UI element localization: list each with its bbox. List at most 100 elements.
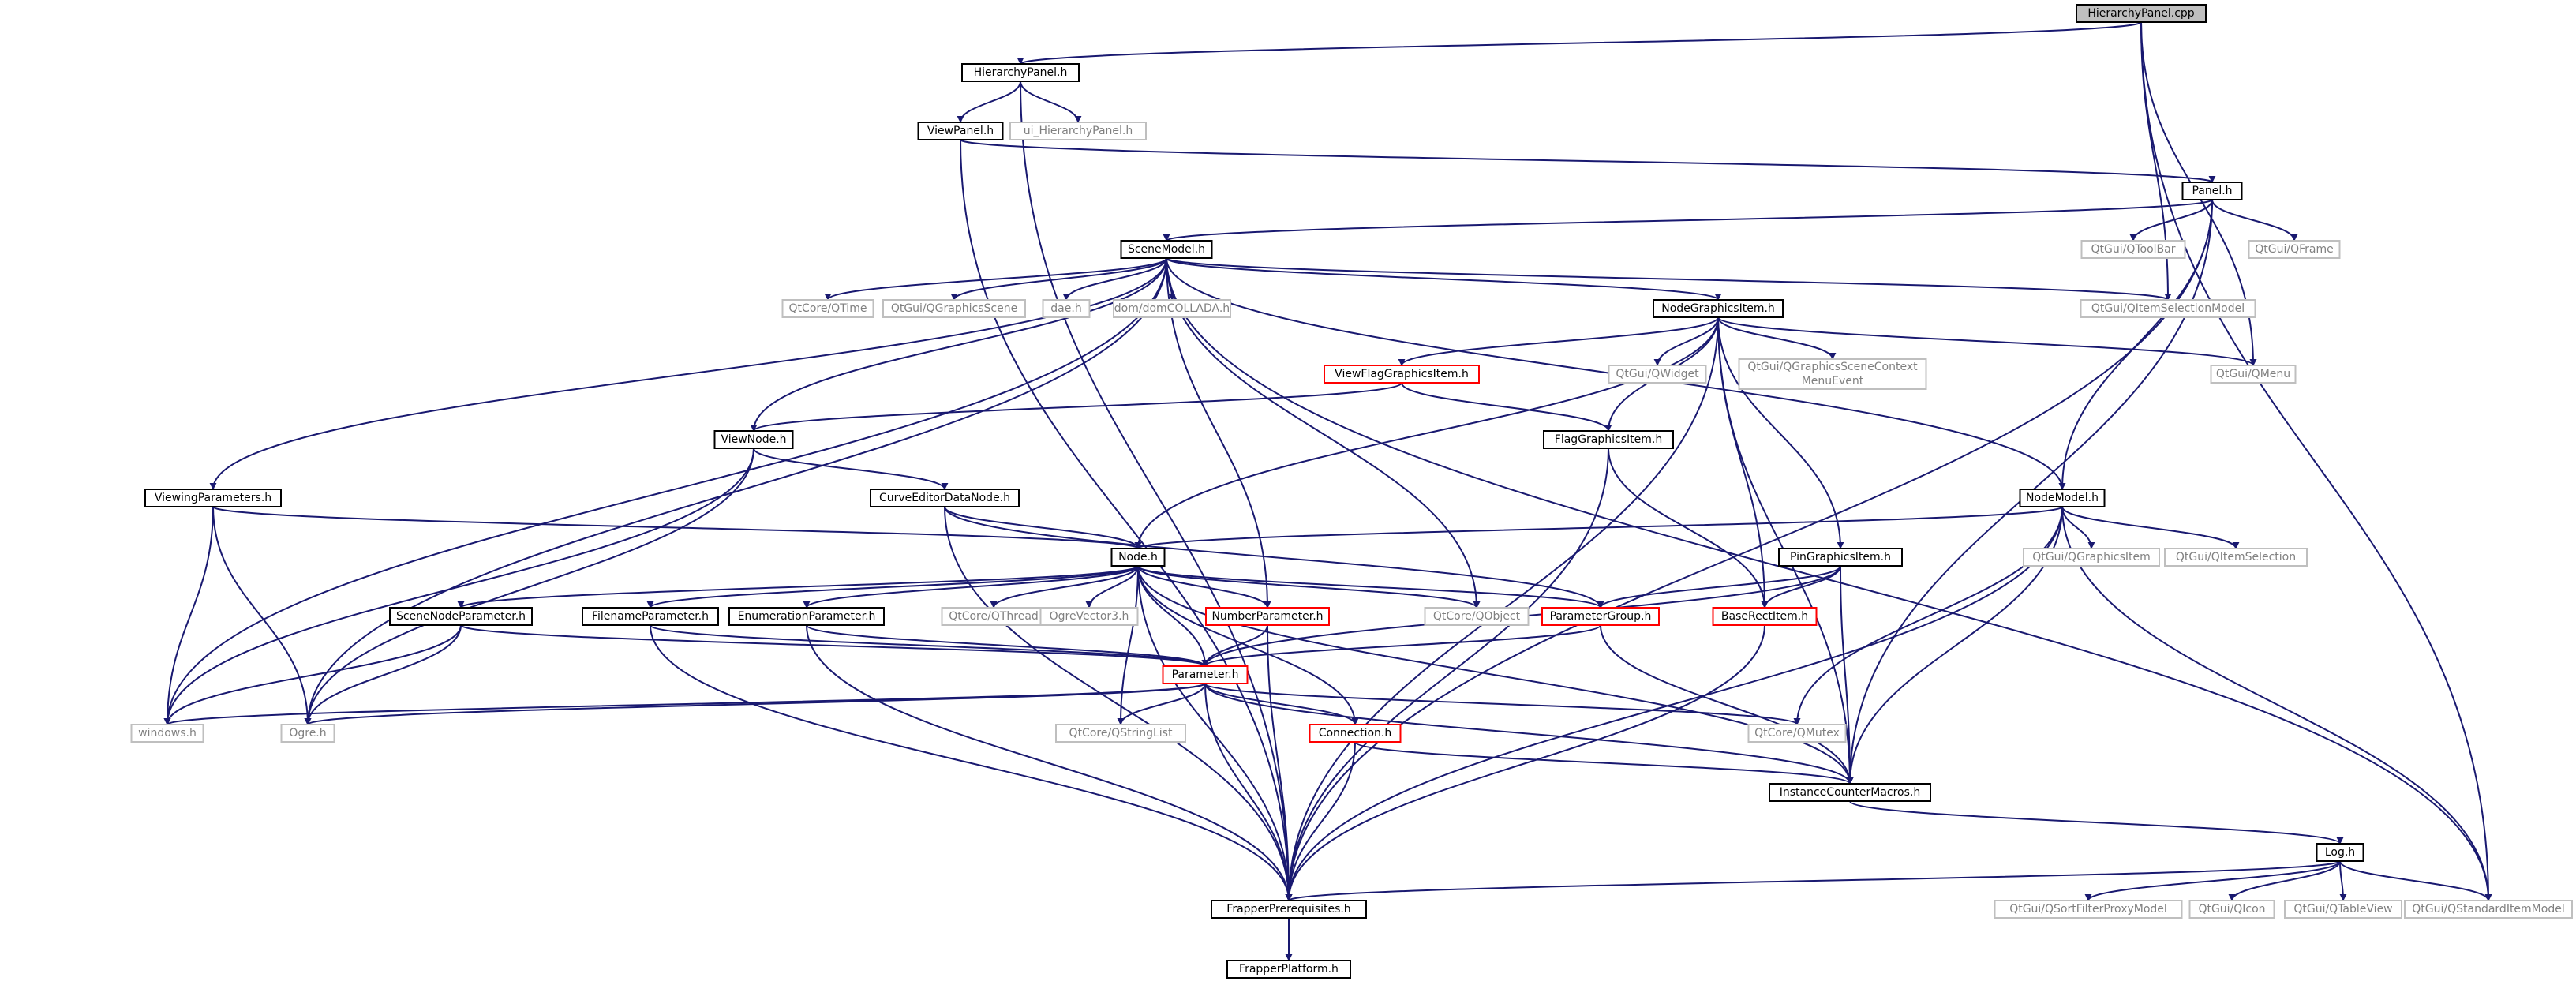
edge-ViewNode_h-to-windows_h — [163, 448, 754, 725]
edge-NodeGraphicsItem_h-to-Node_h — [1134, 316, 1719, 549]
node-CurveEditorDataNode_h[interactable]: CurveEditorDataNode.h — [870, 489, 1020, 507]
node-box — [2164, 548, 2308, 567]
node-label: ViewingParameters.h — [155, 492, 271, 504]
node-InstanceCounterMacros_h[interactable]: InstanceCounterMacros.h — [1769, 783, 1931, 802]
node-Node_h[interactable]: Node.h — [1110, 548, 1166, 567]
node-HierarchyPanel_cpp[interactable]: HierarchyPanel.cpp — [2076, 4, 2207, 23]
edge-NodeModel_h-to-QStandardItemModel — [2061, 506, 2492, 901]
edge-CurveEditorDataNode_h-to-ParameterGroup_h — [944, 506, 1604, 609]
node-HierarchyPanel_h[interactable]: HierarchyPanel.h — [961, 63, 1080, 82]
node-QTableView: QtGui/QTableView — [2284, 900, 2402, 919]
edge-FlagGraphicsItem_h-to-BaseRectItem_h — [1608, 448, 1769, 609]
edge-Node_h-to-QObject — [1137, 565, 1481, 609]
node-label: windows.h — [138, 727, 197, 740]
edge-Parameter_h-to-windows_h — [163, 683, 1206, 725]
node-label: Node.h — [1118, 551, 1158, 564]
node-ViewFlagGraphicsItem_h[interactable]: ViewFlagGraphicsItem.h — [1324, 365, 1480, 384]
node-NodeGraphicsItem_h[interactable]: NodeGraphicsItem.h — [1653, 299, 1784, 318]
node-ui_HierarchyPanel_h: ui_HierarchyPanel.h — [1009, 122, 1147, 140]
node-Connection_h[interactable]: Connection.h — [1309, 724, 1402, 743]
edge-Log_h-to-QSortFilterProxyModel — [2084, 860, 2341, 901]
node-FilenameParameter_h[interactable]: FilenameParameter.h — [582, 607, 719, 626]
edge-ViewPanel_h-to-Panel_h — [960, 139, 2215, 183]
edge-ViewingParameters_h-to-Node_h — [212, 506, 1142, 549]
node-Log_h[interactable]: Log.h — [2316, 843, 2364, 862]
nodes-layer: HierarchyPanel.cppHierarchyPanel.hViewPa… — [130, 4, 2573, 979]
node-NumberParameter_h[interactable]: NumberParameter.h — [1205, 607, 1330, 626]
node-box — [961, 63, 1080, 82]
node-label: dae.h — [1050, 302, 1081, 315]
node-label: QtCore/QTime — [789, 302, 867, 315]
node-ViewingParameters_h[interactable]: ViewingParameters.h — [144, 489, 282, 507]
edge-SceneModel_h-to-QStandardItemModel — [1166, 257, 2492, 901]
node-label: Connection.h — [1319, 727, 1392, 740]
node-label: ParameterGroup.h — [1550, 610, 1652, 623]
node-label: QtCore/QThread — [949, 610, 1039, 623]
node-label: FlagGraphicsItem.h — [1555, 433, 1662, 446]
node-label: BaseRectItem.h — [1721, 610, 1808, 623]
node-QObject: QtCore/QObject — [1424, 607, 1530, 626]
node-Panel_h[interactable]: Panel.h — [2181, 182, 2243, 200]
edges-layer — [163, 21, 2492, 961]
node-QFrame: QtGui/QFrame — [2248, 240, 2341, 259]
node-ParameterGroup_h[interactable]: ParameterGroup.h — [1541, 607, 1660, 626]
node-label: QtCore/QMutex — [1754, 727, 1840, 740]
node-QGraphicsItem: QtGui/QGraphicsItem — [2023, 548, 2160, 567]
node-NodeModel_h[interactable]: NodeModel.h — [2019, 489, 2106, 507]
node-box — [1110, 548, 1166, 567]
node-box — [1994, 900, 2183, 919]
node-label: SceneNodeParameter.h — [396, 610, 526, 623]
node-EnumerationParameter_h[interactable]: EnumerationParameter.h — [728, 607, 885, 626]
edge-SceneNodeParameter_h-to-windows_h — [163, 624, 462, 725]
edge-ViewNode_h-to-Ogre_h — [304, 448, 754, 725]
node-box — [1712, 607, 1818, 626]
node-label: Log.h — [2325, 846, 2355, 859]
node-Ogre_h: Ogre.h — [280, 724, 335, 743]
edge-NodeModel_h-to-QGraphicsItem — [2061, 506, 2095, 549]
edge-ViewingParameters_h-to-Ogre_h — [212, 506, 312, 725]
node-FlagGraphicsItem_h[interactable]: FlagGraphicsItem.h — [1543, 430, 1674, 449]
node-box — [2188, 900, 2275, 919]
node-FrapperPrerequisites_h[interactable]: FrapperPrerequisites.h — [1211, 900, 1367, 919]
edge-Log_h-to-QTableView — [2339, 860, 2347, 901]
node-box — [2023, 548, 2160, 567]
edge-Parameter_h-to-QMutex — [1204, 683, 1801, 725]
node-BaseRectItem_h[interactable]: BaseRectItem.h — [1712, 607, 1818, 626]
node-box — [1162, 665, 1249, 684]
node-label: QtGui/QSortFilterProxyModel — [2009, 903, 2167, 916]
node-box — [2080, 299, 2256, 318]
edge-PinGraphicsItem_h-to-InstanceCounterMacros_h — [1840, 565, 1854, 785]
edge-ViewPanel_h-to-FrapperPrerequisites_h — [960, 139, 1293, 901]
node-PinGraphicsItem_h[interactable]: PinGraphicsItem.h — [1778, 548, 1903, 567]
node-box — [2316, 843, 2364, 862]
node-box — [1747, 724, 1847, 743]
node-box — [2076, 4, 2207, 23]
node-box — [144, 489, 282, 507]
node-label: Panel.h — [2192, 185, 2232, 197]
node-Parameter_h[interactable]: Parameter.h — [1162, 665, 1249, 684]
node-label: EnumerationParameter.h — [738, 610, 876, 623]
node-label: QtGui/QStandardItemModel — [2412, 903, 2564, 916]
edge-FilenameParameter_h-to-FrapperPrerequisites_h — [650, 624, 1293, 901]
node-SceneModel_h[interactable]: SceneModel.h — [1120, 240, 1213, 259]
node-box — [1324, 365, 1480, 384]
edge-NodeGraphicsItem_h-to-PinGraphicsItem_h — [1717, 316, 1844, 549]
node-FrapperPlatform_h[interactable]: FrapperPlatform.h — [1226, 960, 1351, 979]
node-label: QtGui/QItemSelection — [2176, 551, 2296, 564]
edge-Parameter_h-to-QStringList — [1117, 683, 1206, 725]
node-SceneNodeParameter_h[interactable]: SceneNodeParameter.h — [389, 607, 533, 626]
edge-ViewFlagGraphicsItem_h-to-ViewNode_h — [750, 382, 1402, 432]
node-ViewPanel_h[interactable]: ViewPanel.h — [917, 122, 1004, 140]
node-QTime: QtCore/QTime — [781, 299, 874, 318]
node-box — [1039, 607, 1139, 626]
node-box — [2248, 240, 2341, 259]
edge-NodeGraphicsItem_h-to-QMenu — [1717, 316, 2257, 366]
node-ViewNode_h[interactable]: ViewNode.h — [713, 430, 794, 449]
node-box — [1120, 240, 1213, 259]
node-box — [781, 299, 874, 318]
node-label: Ogre.h — [289, 727, 326, 740]
node-windows_h: windows.h — [130, 724, 204, 743]
edge-HierarchyPanel_h-to-ViewPanel_h — [957, 81, 1021, 123]
node-box — [2080, 240, 2186, 259]
